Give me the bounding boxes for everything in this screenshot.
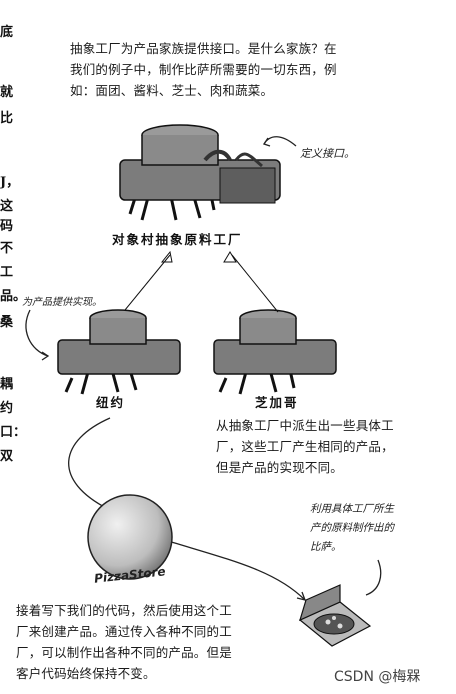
margin-char: J， [0,175,20,190]
margin-char: 口： [0,425,27,440]
margin-char: 品。 [0,289,27,304]
margin-char: 就 [0,85,14,100]
concrete-line: 厂，这些工厂产生相同的产品， [216,439,394,454]
annotation-line: 比萨。 [310,541,342,553]
margin-char: 工 [0,265,14,280]
ny-factory-label: 纽约 [96,395,126,410]
pizza-store-sphere [87,494,173,580]
bottom-paragraph: 接着写下我们的代码，然后使用这个工 厂来创建产品。通过传入各种不同的工 厂，可以… [16,600,286,684]
intro-paragraph: 抽象工厂为产品家族提供接口。是什么家族？在 我们的例子中，制作比萨所需要的一切东… [70,38,390,101]
margin-char: 不 [0,241,14,256]
concrete-line: 从抽象工厂中派生出一些具体工 [216,418,394,433]
bottom-line: 接着写下我们的代码，然后使用这个工 [16,603,232,618]
annotation-line: 产的原料制作出的 [310,522,394,534]
margin-char: 约 [0,401,14,416]
abstract-factory-label: 对象村抽象原料工厂 [112,232,243,247]
intro-line: 如：面团、酱料、芝士、肉和蔬菜。 [70,83,274,98]
concrete-factory-paragraph: 从抽象工厂中派生出一些具体工 厂，这些工厂产生相同的产品， 但是产品的实现不同。 [216,415,446,478]
intro-line: 抽象工厂为产品家族提供接口。是什么家族？在 [70,41,337,56]
margin-char: 这 [0,199,14,214]
margin-char: 底 [0,25,14,40]
concrete-line: 但是产品的实现不同。 [216,460,344,475]
annotation-pizza-made: 利用具体工厂所生 产的原料制作出的 比萨。 [310,500,394,557]
margin-char: 双 [0,449,14,464]
ny-factory-illustration [57,309,181,395]
annotation-line: 利用具体工厂所生 [310,503,394,515]
margin-char: 码 [0,219,14,234]
watermark: CSDN @梅槑 [334,669,421,685]
annotation-define-interface: 定义接口。 [300,147,355,160]
pizza-box-illustration [298,584,372,647]
margin-char: 桑 [0,315,14,330]
chicago-factory-illustration [213,309,337,395]
margin-char: 比 [0,111,14,126]
chicago-factory-label: 芝加哥 [255,395,299,410]
bottom-line: 厂来创建产品。通过传入各种不同的工 [16,624,232,639]
margin-char: 耦 [0,377,14,392]
annotation-provide-impl: 为产品提供实现。 [22,297,102,308]
bottom-line: 客户代码始终保持不变。 [16,666,156,681]
bottom-line: 厂，可以制作出各种不同的产品。但是 [16,645,232,660]
intro-line: 我们的例子中，制作比萨所需要的一切东西，例 [70,62,337,77]
abstract-factory-illustration [119,124,281,221]
